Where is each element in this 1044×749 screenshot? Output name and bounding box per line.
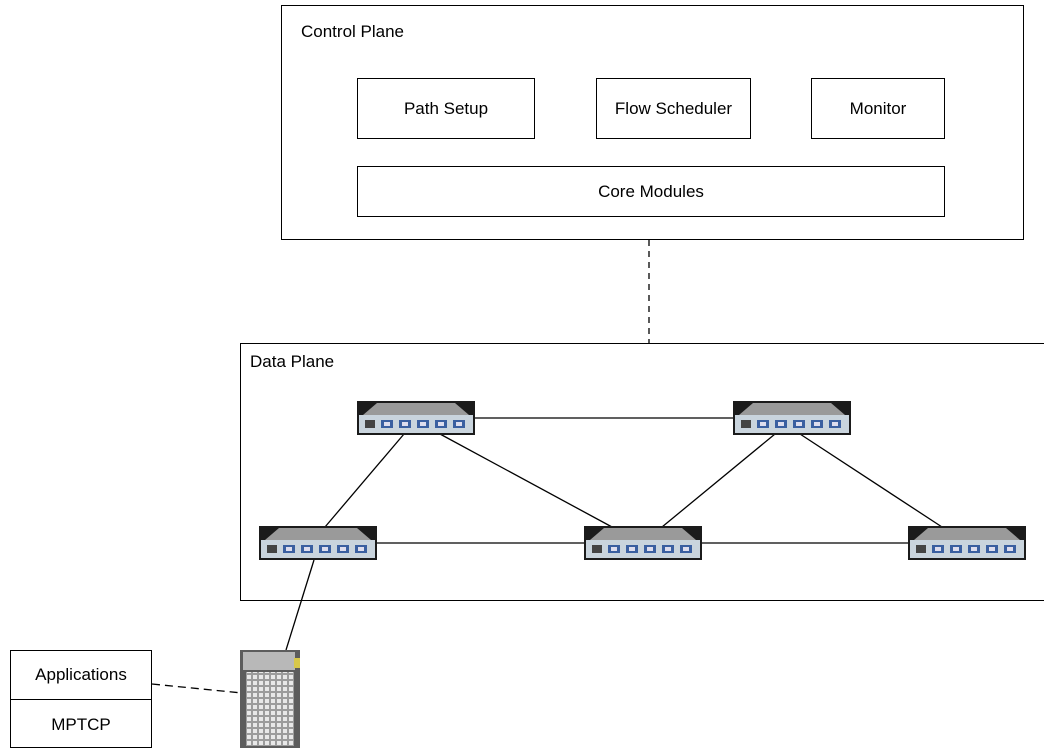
network-switch-icon: [259, 526, 377, 560]
data-plane-title: Data Plane: [250, 352, 335, 371]
network-switch-icon: [908, 526, 1026, 560]
link-s2-s5: [799, 433, 943, 528]
flow-scheduler-module: Flow Scheduler: [596, 78, 751, 139]
link-s1-s4: [439, 433, 613, 528]
control-plane-title: Control Plane: [301, 22, 405, 41]
network-switch-icon: [733, 401, 851, 435]
network-switch-icon: [357, 401, 475, 435]
applications-layer: Applications: [11, 651, 151, 700]
mptcp-layer: MPTCP: [51, 714, 111, 734]
server-icon: [240, 650, 300, 748]
link-host-s3: [285, 559, 315, 651]
stack-server-link: [151, 683, 243, 694]
monitor-module: Monitor: [811, 78, 945, 139]
path-setup-module: Path Setup: [357, 78, 535, 139]
core-modules-box: Core Modules: [357, 166, 945, 217]
link-s2-s4: [661, 433, 776, 528]
link-s1-s3: [324, 433, 405, 528]
host-protocol-stack: Applications MPTCP: [10, 650, 152, 748]
network-switch-icon: [584, 526, 702, 560]
